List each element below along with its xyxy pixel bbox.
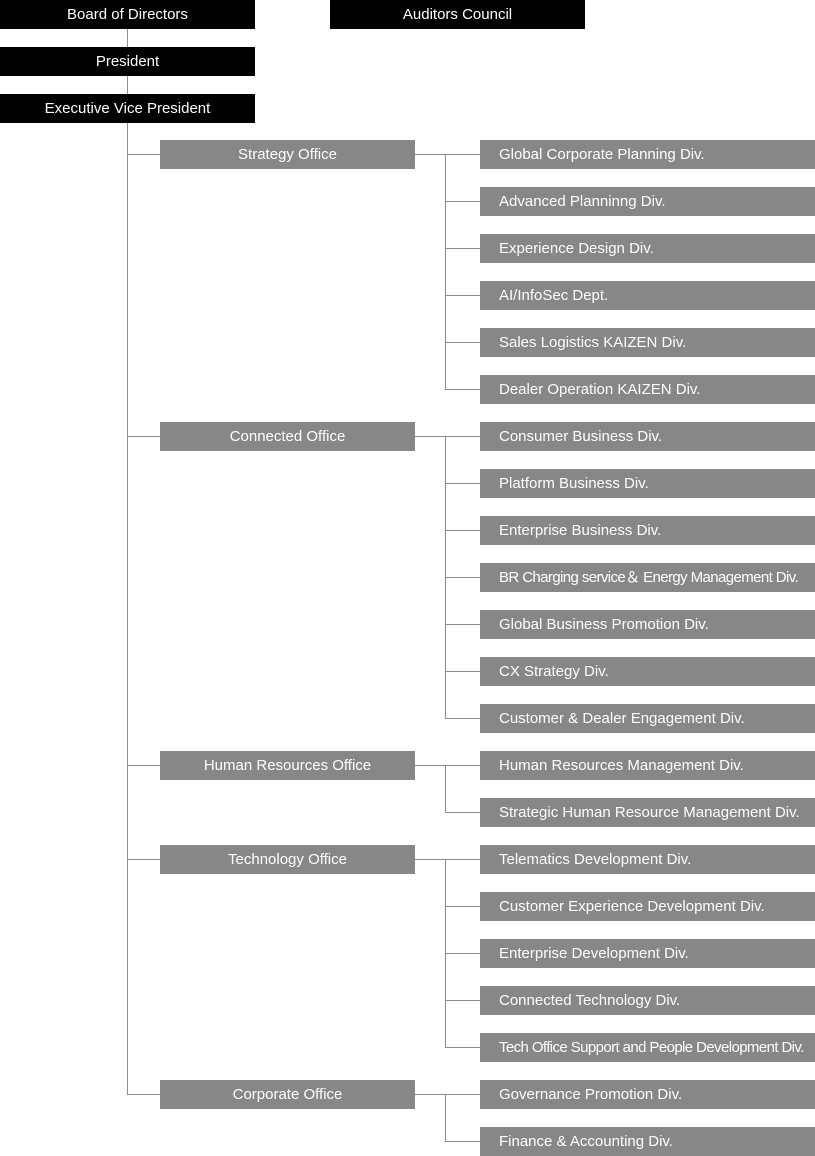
global-business-promotion-div-box: Global Business Promotion Div.	[480, 610, 815, 639]
connector-sales-logistics-kaizen-div	[445, 342, 480, 343]
enterprise-business-div-box: Enterprise Business Div.	[480, 516, 815, 545]
customer-experience-development-div-box: Customer Experience Development Div.	[480, 892, 815, 921]
telematics-development-div-box: Telematics Development Div.	[480, 845, 815, 874]
connector-global-corporate-planning-div	[445, 154, 480, 155]
connector-trunk-connected-office	[127, 436, 160, 437]
connector-corporate-office-vertical	[445, 1094, 446, 1142]
connector-br-charging-service-energy-management-div	[445, 577, 480, 578]
connector-consumer-business-div	[445, 436, 480, 437]
executive-vice-president-box: Executive Vice President	[0, 94, 255, 123]
connector-dealer-operation-kaizen-div	[445, 389, 480, 390]
connector-president-evp	[127, 76, 128, 94]
consumer-business-div-box: Consumer Business Div.	[480, 422, 815, 451]
corporate-office-box: Corporate Office	[160, 1080, 415, 1109]
board-of-directors-box: Board of Directors	[0, 0, 255, 29]
connector-enterprise-development-div	[445, 953, 480, 954]
president-box: President	[0, 47, 255, 76]
governance-promotion-div-box: Governance Promotion Div.	[480, 1080, 815, 1109]
connector-connected-technology-div	[445, 1000, 480, 1001]
connector-cx-strategy-div	[445, 671, 480, 672]
connector-finance-accounting-div	[445, 1141, 480, 1142]
connector-advanced-planninng-div	[445, 201, 480, 202]
connector-human-resources-management-div	[445, 765, 480, 766]
connected-technology-div-box: Connected Technology Div.	[480, 986, 815, 1015]
strategic-human-resource-management-div-box: Strategic Human Resource Management Div.	[480, 798, 815, 827]
human-resources-office-box: Human Resources Office	[160, 751, 415, 780]
global-corporate-planning-div-box: Global Corporate Planning Div.	[480, 140, 815, 169]
connector-global-business-promotion-div	[445, 624, 480, 625]
ai-infosec-dept-box: AI/InfoSec Dept.	[480, 281, 815, 310]
main-trunk-line	[127, 123, 128, 1095]
connector-corporate-office-branch	[415, 1094, 445, 1095]
connector-tech-office-support-and-people-development-div	[445, 1047, 480, 1048]
connector-trunk-strategy-office	[127, 154, 160, 155]
connector-strategy-office-branch	[415, 154, 445, 155]
connector-customer-dealer-engagement-div	[445, 718, 480, 719]
connector-customer-experience-development-div	[445, 906, 480, 907]
connector-human-resources-office-vertical	[445, 765, 446, 813]
auditors-council-box: Auditors Council	[330, 0, 585, 29]
dealer-operation-kaizen-div-box: Dealer Operation KAIZEN Div.	[480, 375, 815, 404]
sales-logistics-kaizen-div-box: Sales Logistics KAIZEN Div.	[480, 328, 815, 357]
connector-trunk-corporate-office	[127, 1094, 160, 1095]
cx-strategy-div-box: CX Strategy Div.	[480, 657, 815, 686]
connector-experience-design-div	[445, 248, 480, 249]
connector-board-president	[127, 29, 128, 47]
connector-enterprise-business-div	[445, 530, 480, 531]
human-resources-management-div-box: Human Resources Management Div.	[480, 751, 815, 780]
connector-trunk-technology-office	[127, 859, 160, 860]
connector-ai-infosec-dept	[445, 295, 480, 296]
connector-governance-promotion-div	[445, 1094, 480, 1095]
connector-platform-business-div	[445, 483, 480, 484]
connector-human-resources-office-branch	[415, 765, 445, 766]
connector-telematics-development-div	[445, 859, 480, 860]
tech-office-support-and-people-development-div-box: Tech Office Support and People Developme…	[480, 1033, 815, 1062]
customer-dealer-engagement-div-box: Customer & Dealer Engagement Div.	[480, 704, 815, 733]
connector-connected-office-branch	[415, 436, 445, 437]
connector-trunk-human-resources-office	[127, 765, 160, 766]
finance-accounting-div-box: Finance & Accounting Div.	[480, 1127, 815, 1156]
platform-business-div-box: Platform Business Div.	[480, 469, 815, 498]
advanced-planninng-div-box: Advanced Planninng Div.	[480, 187, 815, 216]
enterprise-development-div-box: Enterprise Development Div.	[480, 939, 815, 968]
br-charging-service-energy-management-div-box: BR Charging service＆ Energy Management D…	[480, 563, 815, 592]
technology-office-box: Technology Office	[160, 845, 415, 874]
connector-technology-office-branch	[415, 859, 445, 860]
strategy-office-box: Strategy Office	[160, 140, 415, 169]
connector-strategic-human-resource-management-div	[445, 812, 480, 813]
connector-strategy-office-vertical	[445, 154, 446, 390]
connected-office-box: Connected Office	[160, 422, 415, 451]
experience-design-div-box: Experience Design Div.	[480, 234, 815, 263]
